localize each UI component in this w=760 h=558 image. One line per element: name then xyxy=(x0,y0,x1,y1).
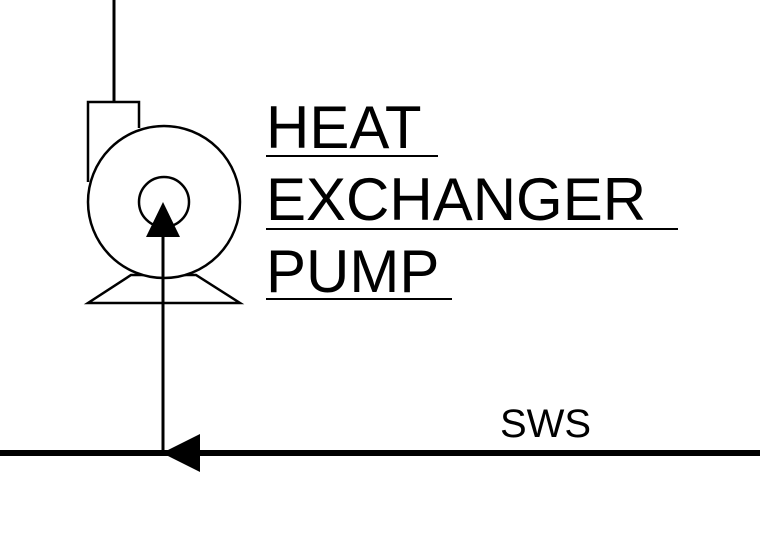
flow-arrow-up xyxy=(146,202,180,237)
flow-arrow-left xyxy=(162,434,200,472)
discharge-nozzle xyxy=(86,100,141,182)
title-underline-3 xyxy=(266,298,452,300)
title-line-3: PUMP xyxy=(266,238,440,305)
sws-line-label: SWS xyxy=(500,402,592,446)
title-underline-1 xyxy=(266,155,438,157)
title-line-2: EXCHANGER xyxy=(266,166,647,233)
title-line-1: HEAT xyxy=(266,94,422,161)
title-underline-2 xyxy=(266,228,678,230)
